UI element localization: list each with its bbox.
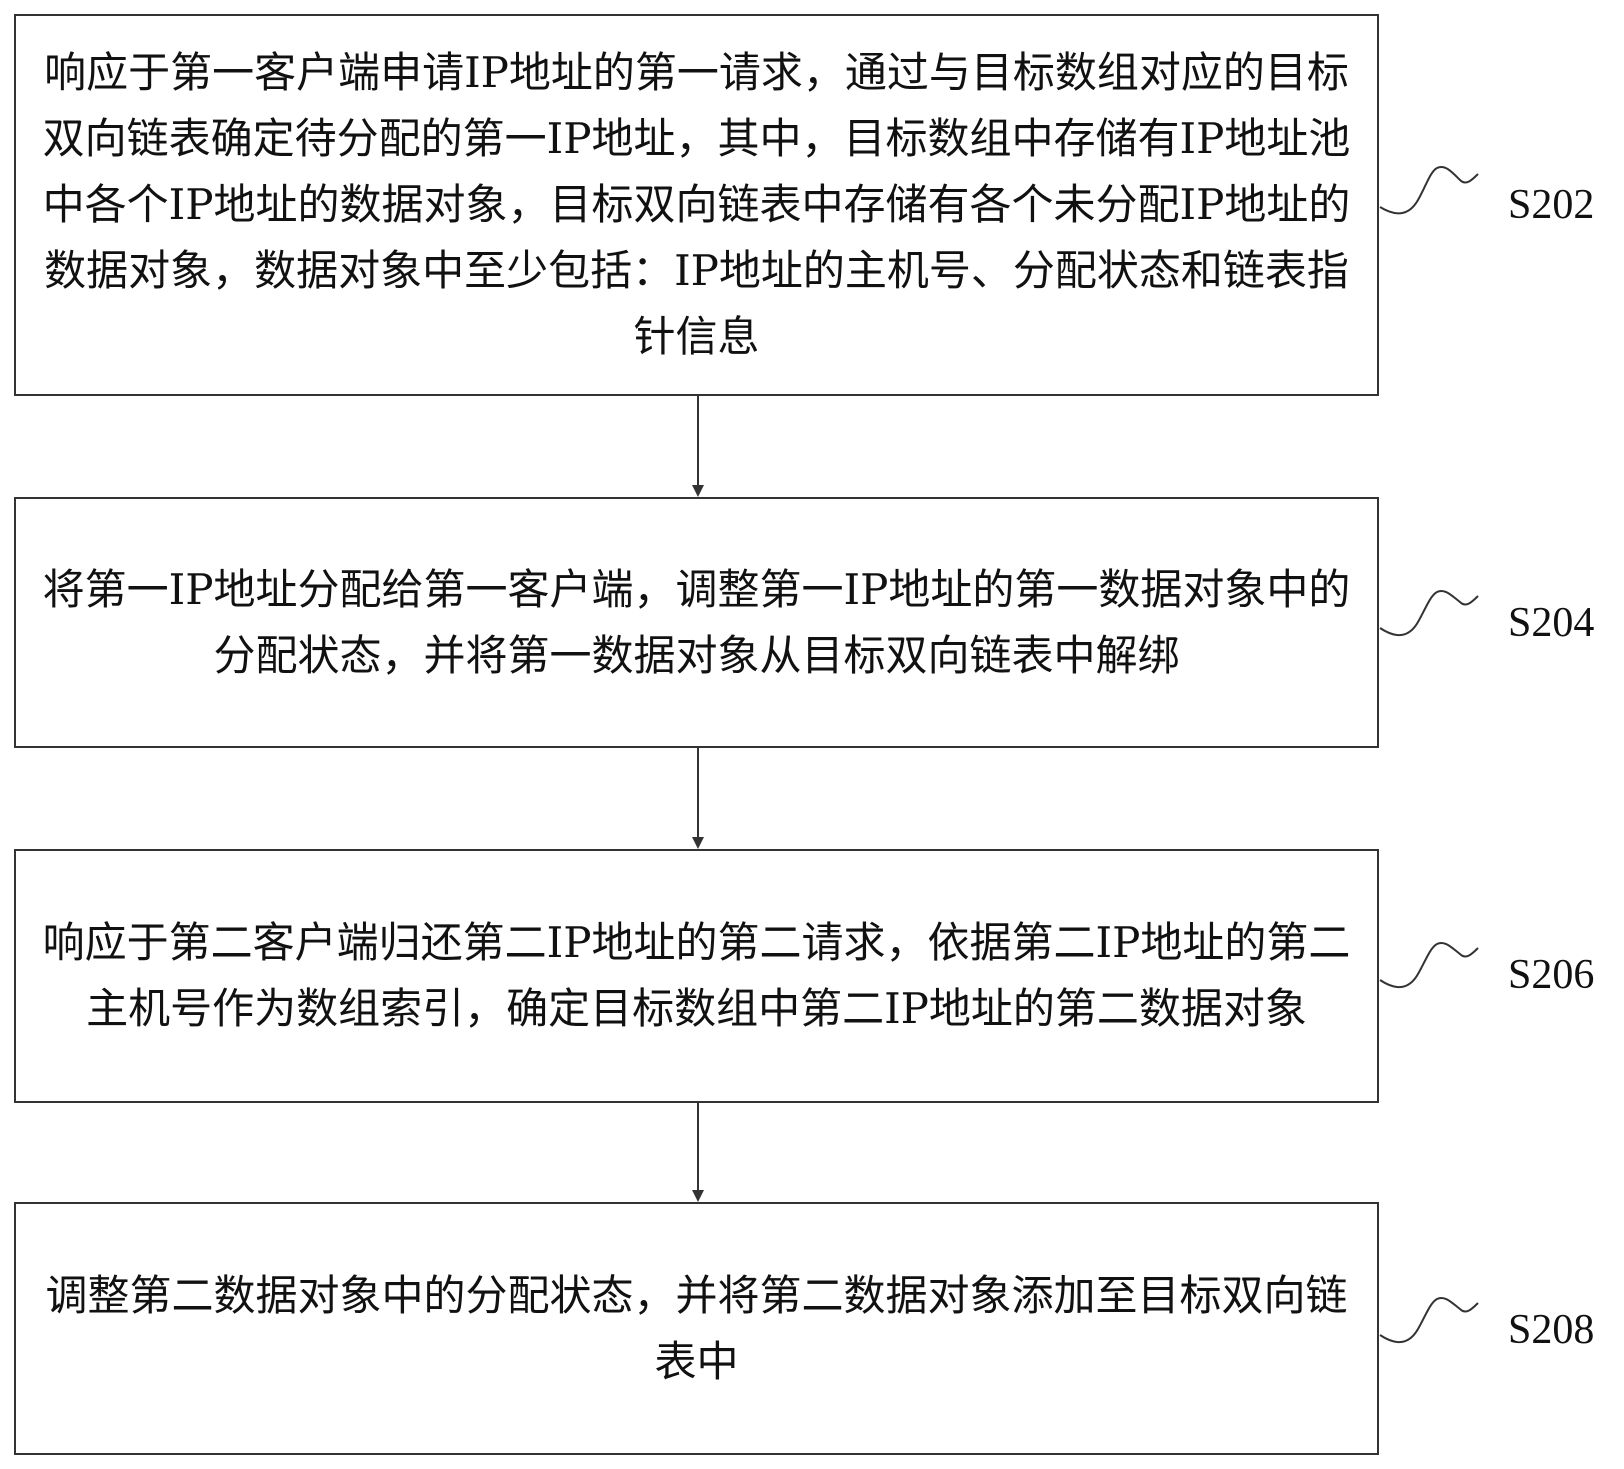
step-text-s204: 将第一IP地址分配给第一客户端，调整第一IP地址的第一数据对象中的分配状态，并将… [42,564,1351,680]
step-box-s208: 调整第二数据对象中的分配状态，并将第二数据对象添加至目标双向链表中 [14,1202,1379,1455]
leader-line-s208 [1379,1297,1479,1344]
leader-line-s202 [1379,166,1479,215]
step-box-s206: 响应于第二客户端归还第二IP地址的第二请求，依据第二IP地址的第二主机号作为数组… [14,849,1379,1103]
leader-line-s206 [1379,942,1479,989]
step-label-s204: S204 [1508,600,1595,646]
step-text-s202: 响应于第一客户端申请IP地址的第一请求，通过与目标数组对应的目标双向链表确定待分… [42,48,1351,361]
step-box-s204: 将第一IP地址分配给第一客户端，调整第一IP地址的第一数据对象中的分配状态，并将… [14,497,1379,748]
step-label-s202: S202 [1508,182,1595,228]
step-label-s208: S208 [1508,1307,1595,1353]
leader-line-s204 [1379,590,1479,637]
step-text-s206: 响应于第二客户端归还第二IP地址的第二请求，依据第二IP地址的第二主机号作为数组… [42,918,1351,1033]
step-label-s206: S206 [1508,952,1595,998]
step-box-s202: 响应于第一客户端申请IP地址的第一请求，通过与目标数组对应的目标双向链表确定待分… [14,14,1379,396]
step-text-s208: 调整第二数据对象中的分配状态，并将第二数据对象添加至目标双向链表中 [45,1270,1348,1386]
